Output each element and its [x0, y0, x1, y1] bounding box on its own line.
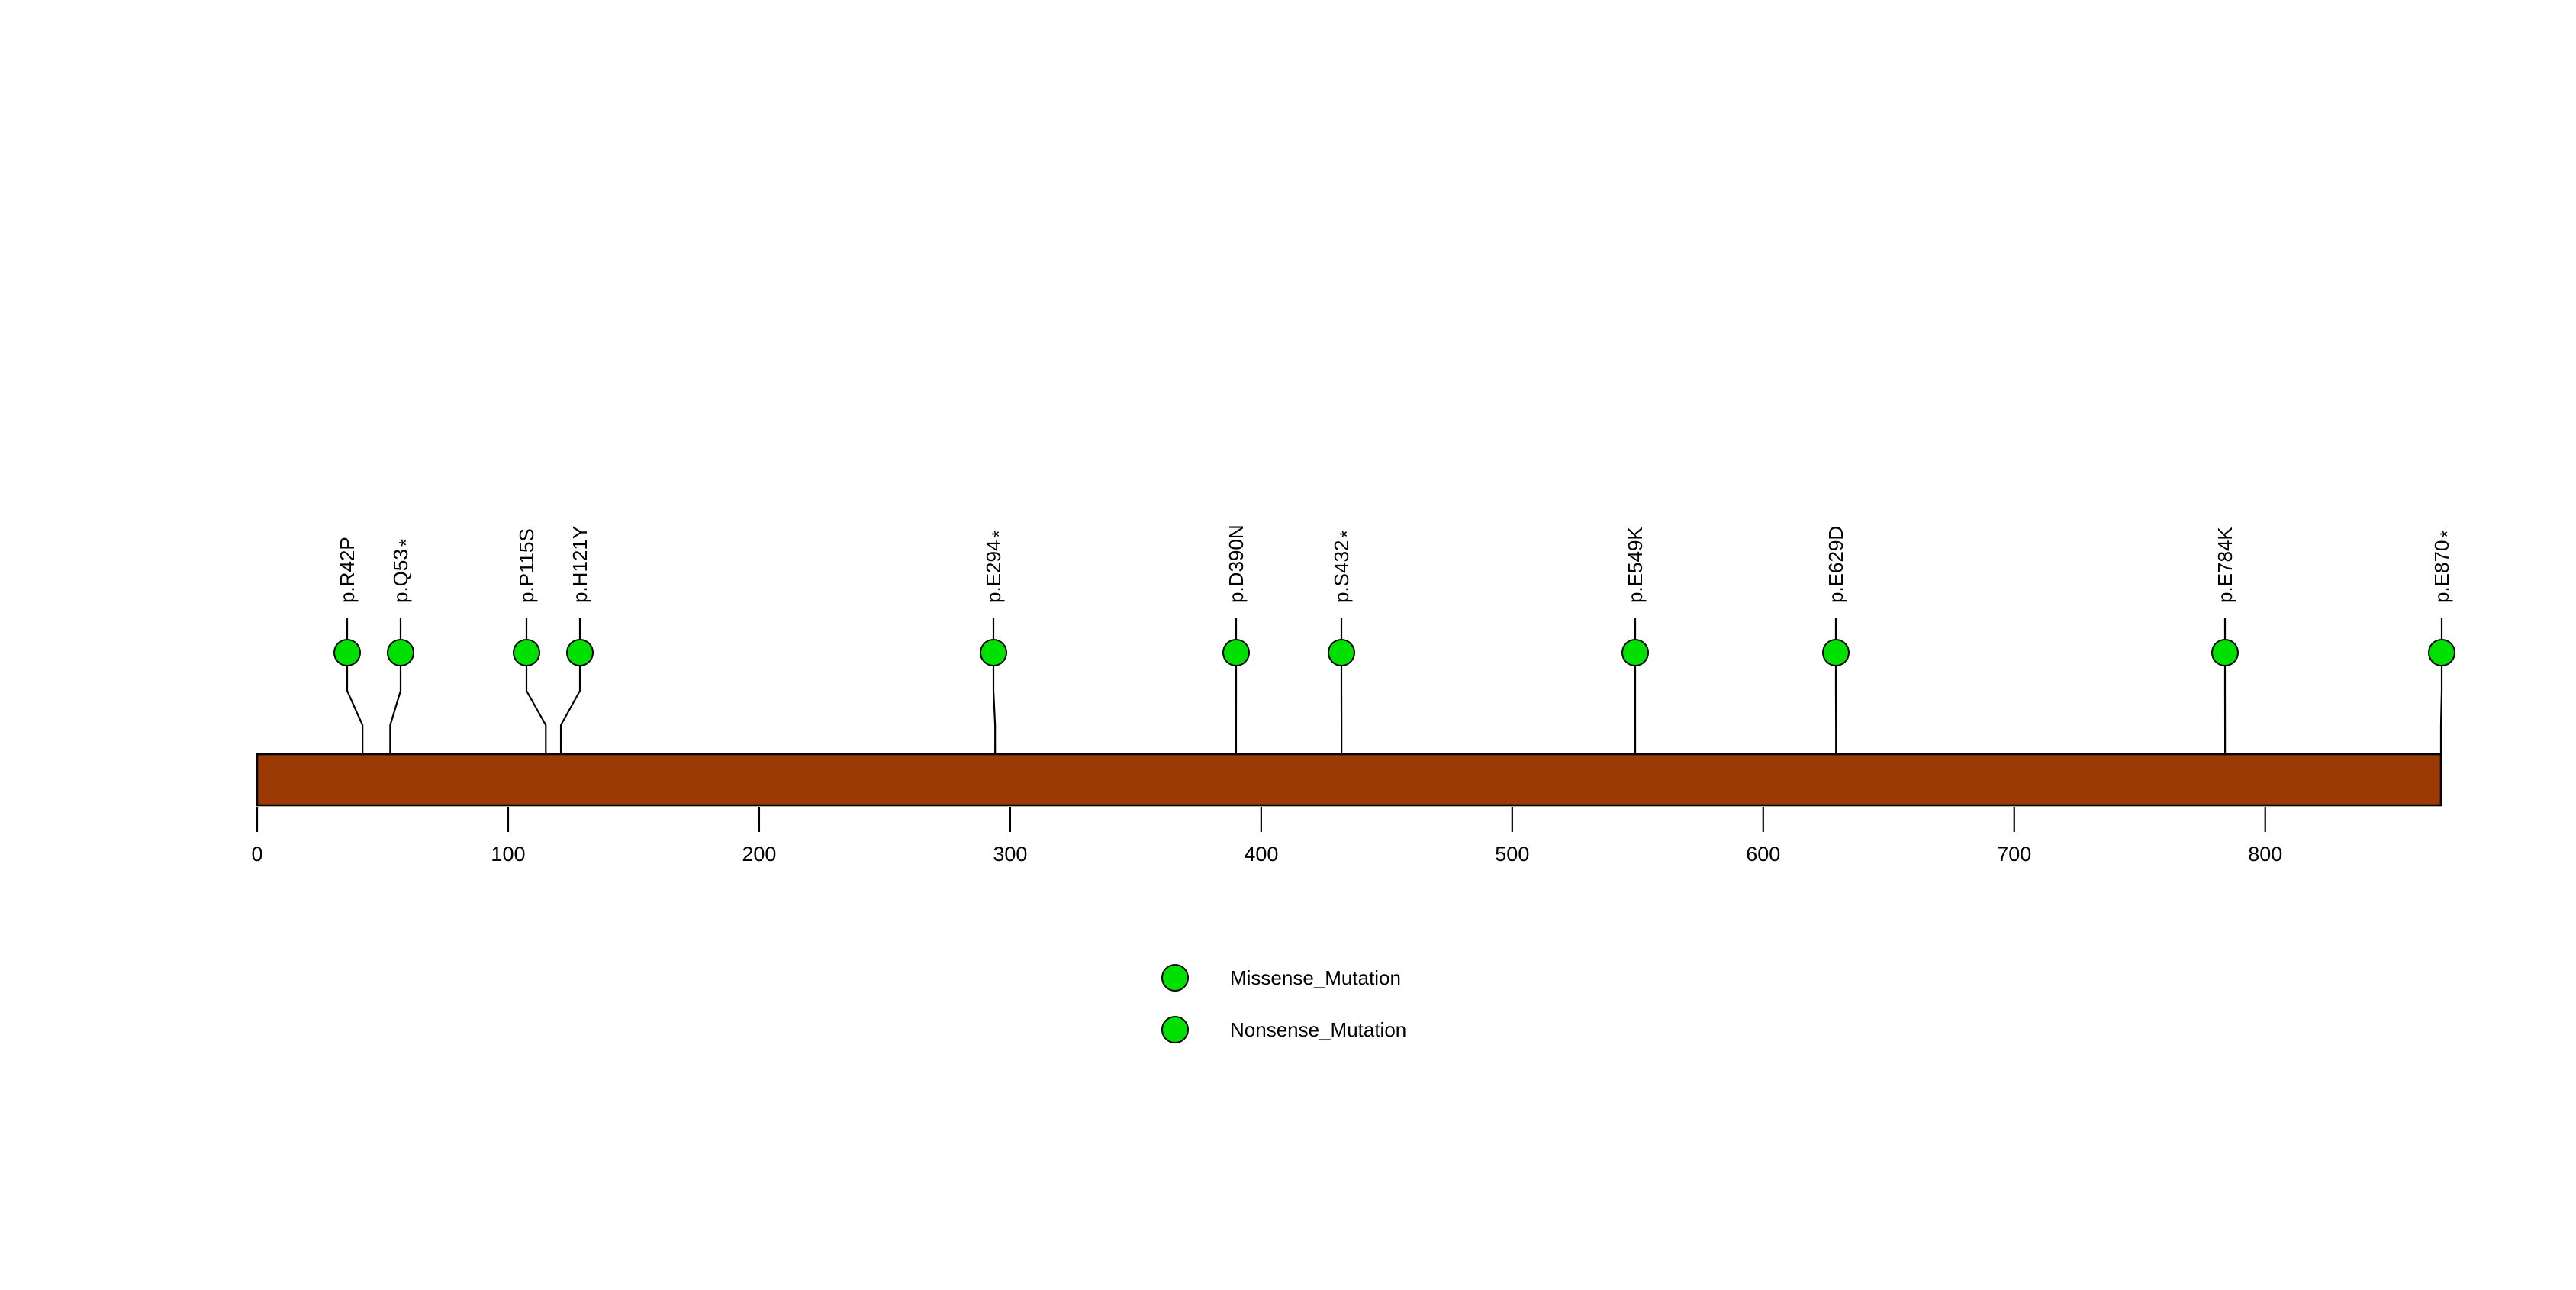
lollipop-dots-group [333, 639, 2455, 666]
lollipop-dot[interactable] [2428, 639, 2455, 666]
lollipop-label-group: p.E549K [1624, 527, 1647, 603]
legend-swatch-dot[interactable] [1161, 964, 1189, 992]
axis-group: 0 100 200 300 400 500 600 700 800 [251, 807, 2282, 866]
lollipop-labels-group: p.R42P p.Q53 * p.P115S p.H121Y p.E294 * p.D390N… [336, 524, 2458, 603]
lollipop-label: p.E294 [982, 540, 1005, 603]
lollipop-label-star-icon: * [987, 530, 1010, 537]
lollipop-dot[interactable] [2211, 639, 2239, 666]
lollipop-label-star-icon: * [1335, 530, 1358, 537]
lollipop-label: p.D390N [1225, 524, 1248, 603]
lollipop-dot[interactable] [566, 639, 594, 666]
lollipop-label-star-icon: * [2436, 530, 2458, 537]
lollipop-label: p.S432 [1330, 540, 1353, 603]
lollipop-label-group: p.R42P [336, 537, 359, 603]
axis-tick-label: 300 [993, 843, 1027, 866]
axis-tick-label: 700 [1997, 843, 2031, 866]
lollipop-label-group: p.E870 * [2430, 530, 2458, 603]
lollipop-label: p.Q53 [389, 549, 412, 603]
lollipop-dot[interactable] [387, 639, 414, 666]
lollipop-dot[interactable] [980, 639, 1007, 666]
legend-label: Nonsense_Mutation [1230, 1018, 1406, 1041]
axis-tick-label: 600 [1746, 843, 1780, 866]
lollipop-label-group: p.Q53 * [389, 539, 417, 603]
lollipop-label: p.P115S [515, 528, 538, 603]
lollipop-dot[interactable] [1822, 639, 1850, 666]
axis-tick-label: 200 [742, 843, 776, 866]
lollipop-dot[interactable] [1328, 639, 1355, 666]
protein-backbone-group [256, 753, 2442, 807]
axis-tick-label: 500 [1495, 843, 1529, 866]
axis-tick-label: 100 [491, 843, 525, 866]
axis-tick-label: 800 [2248, 843, 2282, 866]
legend-swatch-dot[interactable] [1161, 1016, 1189, 1043]
lollipop-label-group: p.S432 * [1330, 530, 1358, 603]
lollipop-label-group: p.E294 * [982, 530, 1010, 603]
lollipop-label-group: p.E629D [1824, 526, 1847, 603]
axis-tick-label: 0 [251, 843, 262, 866]
lollipop-label-group: p.D390N [1225, 524, 1248, 603]
lollipop-dot[interactable] [1222, 639, 1250, 666]
lollipop-label-group: p.E784K [2214, 527, 2236, 603]
lollipop-label: p.E870 [2430, 540, 2453, 603]
lollipop-label-group: p.P115S [515, 528, 538, 603]
legend-label: Missense_Mutation [1230, 966, 1401, 989]
lollipop-label-star-icon: * [394, 539, 417, 547]
lollipop-dot[interactable] [1621, 639, 1649, 666]
axis-tick-label: 400 [1244, 843, 1278, 866]
lollipop-dot[interactable] [333, 639, 361, 666]
lollipop-label: p.H121Y [568, 526, 591, 603]
protein-backbone-bar[interactable] [256, 753, 2442, 807]
lollipop-dot[interactable] [513, 639, 540, 666]
lollipop-label: p.E784K [2214, 527, 2236, 603]
lollipop-label: p.E549K [1624, 527, 1647, 603]
lollipop-label: p.E629D [1824, 526, 1847, 603]
lollipop-label-group: p.H121Y [568, 526, 591, 603]
lollipop-label: p.R42P [336, 537, 359, 603]
